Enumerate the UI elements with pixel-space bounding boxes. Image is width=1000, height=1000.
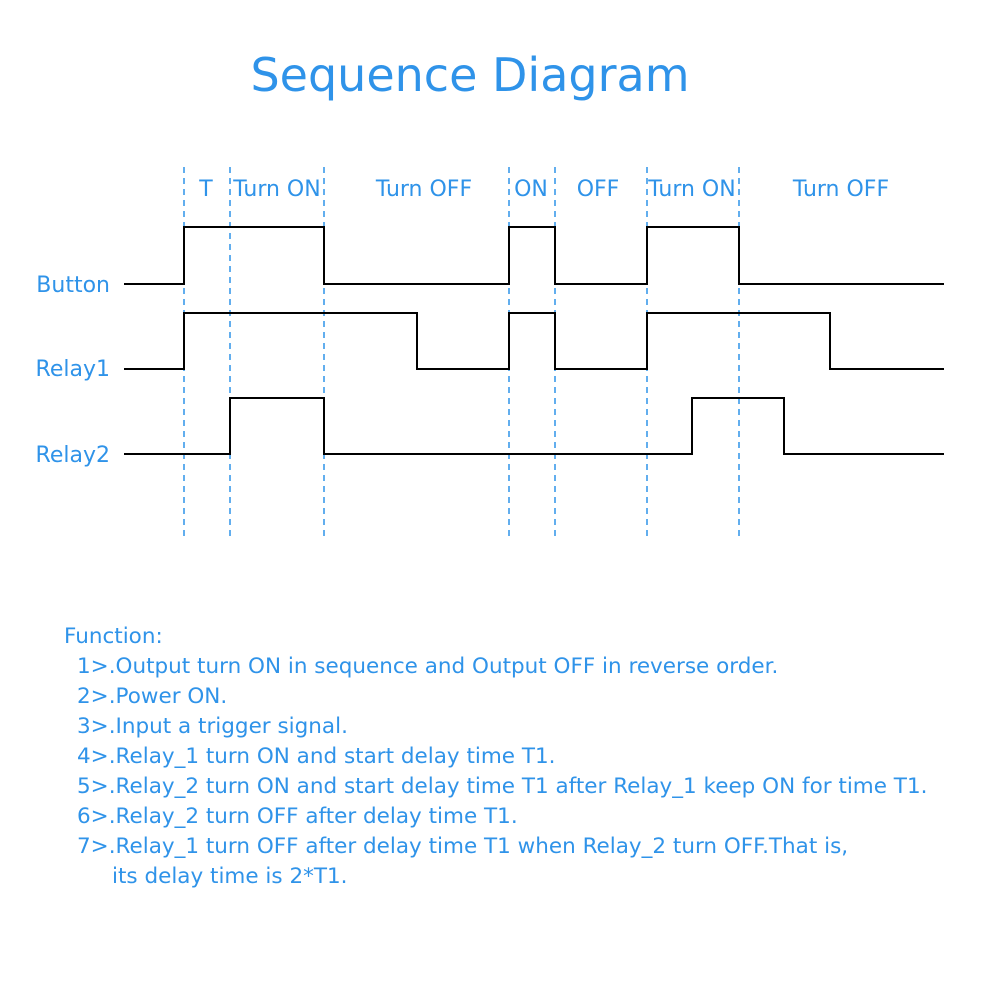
- time-guides: [183, 167, 740, 538]
- notes-item: 5>.Relay_2 turn ON and start delay time …: [77, 774, 928, 799]
- timing-diagram: T Turn ON Turn OFF ON OFF Turn ON Turn O…: [36, 167, 944, 538]
- notes-item: 4>.Relay_1 turn ON and start delay time …: [77, 744, 556, 769]
- notes-item: 6>.Relay_2 turn OFF after delay time T1.: [77, 804, 518, 829]
- notes-item: 7>.Relay_1 turn OFF after delay time T1 …: [77, 834, 849, 859]
- button-waveform: [124, 226, 944, 285]
- notes-item: 2>.Power ON.: [77, 684, 228, 709]
- notes-continuation: its delay time is 2*T1.: [112, 864, 348, 889]
- phase-label: OFF: [577, 177, 620, 202]
- notes-item: 1>.Output turn ON in sequence and Output…: [77, 654, 779, 679]
- phase-label: Turn OFF: [375, 177, 472, 202]
- phase-label: Turn ON: [232, 177, 320, 202]
- relay2-signal-label: Relay2: [36, 443, 110, 468]
- relay2-waveform: [124, 397, 944, 455]
- button-signal-label: Button: [36, 273, 110, 298]
- phase-label: Turn OFF: [792, 177, 889, 202]
- notes-heading: Function:: [64, 624, 163, 649]
- phase-labels: T Turn ON Turn OFF ON OFF Turn ON Turn O…: [198, 177, 889, 202]
- relay1-signal-label: Relay1: [36, 357, 110, 382]
- notes-item: 3>.Input a trigger signal.: [77, 714, 348, 739]
- relay1-waveform: [124, 312, 944, 370]
- phase-label: T: [198, 177, 213, 202]
- phase-label: ON: [514, 177, 548, 202]
- phase-label: Turn ON: [647, 177, 735, 202]
- page-title: Sequence Diagram: [250, 48, 690, 102]
- function-notes: Function: 1>.Output turn ON in sequence …: [64, 622, 927, 892]
